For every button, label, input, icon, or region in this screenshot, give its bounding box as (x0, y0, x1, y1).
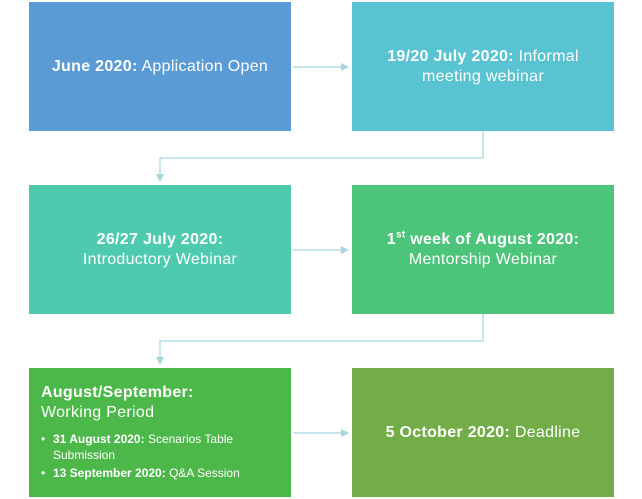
arrow-step4-to-step5 (156, 314, 484, 365)
step-box-working-period: August/September: Working Period 31 Augu… (29, 368, 291, 497)
arrow-step2-to-step3 (156, 131, 484, 182)
step-box-informal-meeting: 19/20 July 2020: Informal meeting webina… (352, 2, 614, 131)
step-description: Deadline (514, 423, 581, 441)
step-text: 19/20 July 2020: Informal meeting webina… (360, 47, 606, 87)
step-description: Informal meeting webinar (422, 47, 579, 85)
list-item: 13 September 2020: Q&A Session (41, 465, 279, 481)
step-description: Application Open (141, 57, 269, 75)
step-text: 5 October 2020: Deadline (386, 423, 581, 443)
step-date: 26/27 July 2020: (96, 230, 224, 248)
step-date: 1st week of August 2020: (386, 229, 580, 248)
milestone-list: 31 August 2020: Scenarios Table Submissi… (41, 431, 279, 483)
step-box-mentorship-webinar: 1st week of August 2020: Mentorship Webi… (352, 185, 614, 314)
step-date: 5 October 2020: (385, 423, 511, 441)
step-date: June 2020: (51, 57, 138, 75)
step-description: Introductory Webinar (82, 250, 238, 268)
step-description: Mentorship Webinar (408, 250, 558, 268)
step-description: Working Period (41, 403, 155, 421)
step-box-application-open: June 2020: Application Open (29, 2, 291, 131)
step-date: 19/20 July 2020: (387, 47, 514, 65)
list-item: 31 August 2020: Scenarios Table Submissi… (41, 431, 279, 463)
step-box-introductory-webinar: 26/27 July 2020: Introductory Webinar (29, 185, 291, 314)
step-date: August/September: (41, 383, 194, 401)
step-box-deadline: 5 October 2020: Deadline (352, 368, 614, 497)
step-text: June 2020: Application Open (52, 57, 268, 77)
